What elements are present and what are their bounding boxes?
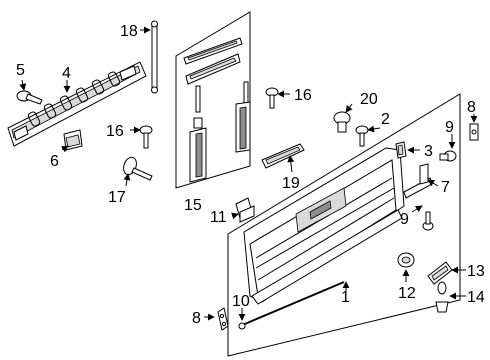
callout-9-lower: 9: [400, 211, 409, 228]
pin-part-17: [123, 156, 153, 181]
callout-7: 7: [441, 179, 450, 196]
tailgate-top-cap-part-4: [7, 61, 147, 147]
callout-18: 18: [120, 23, 138, 40]
hinge-part-8-lower: [217, 307, 229, 331]
push-pin-part-5: [16, 90, 43, 105]
tailgate-panel-part-1: [227, 93, 461, 357]
callout-1: 1: [341, 289, 350, 306]
trim-part-19: [261, 143, 305, 169]
callout-13: 13: [467, 263, 485, 280]
callout-6: 6: [50, 153, 59, 170]
callout-20: 20: [360, 91, 378, 108]
bolt-part-9-lower: [422, 211, 434, 231]
latch-part-11: [235, 197, 255, 223]
push-pin-part-14: [435, 281, 449, 313]
callout-8-lower: 8: [192, 310, 201, 327]
callout-9-upper: 9: [445, 119, 454, 136]
callout-5: 5: [16, 62, 25, 79]
callout-4: 4: [62, 65, 71, 82]
callout-17: 17: [108, 189, 126, 206]
hinge-part-8-upper: [469, 123, 479, 141]
block-part-3: [395, 141, 407, 159]
callout-12: 12: [398, 285, 416, 302]
callout-16-left: 16: [106, 123, 124, 140]
callout-11: 11: [210, 209, 227, 226]
grommet-part-12: [397, 252, 415, 268]
callout-2: 2: [381, 111, 390, 128]
callout-3: 3: [424, 143, 433, 160]
callout-8-upper: 8: [467, 99, 476, 116]
clip-part-20: [333, 111, 351, 133]
cable-part-10: [238, 281, 345, 330]
support-rod-part-18: [151, 20, 158, 94]
bolt-part-16-left: [139, 125, 153, 149]
cable-assembly-group-part-15: [175, 11, 251, 189]
bracket-part-7: [403, 163, 433, 199]
callout-labels: 18 5 4 6 16 17 15 16 20 2 19 3 9 8 7 9 1…: [16, 23, 485, 327]
callout-16-right: 16: [294, 87, 312, 104]
callout-14: 14: [467, 289, 485, 306]
callout-19: 19: [282, 175, 300, 192]
screw-part-2: [355, 125, 369, 147]
callout-10: 10: [232, 293, 250, 310]
callout-15: 15: [184, 197, 202, 214]
bracket-part-6: [63, 129, 83, 151]
bolt-part-9-upper: [439, 150, 457, 162]
bolt-part-16-right: [265, 87, 279, 109]
callout-leaders: [19, 26, 478, 321]
clip-part-13: [427, 261, 453, 285]
